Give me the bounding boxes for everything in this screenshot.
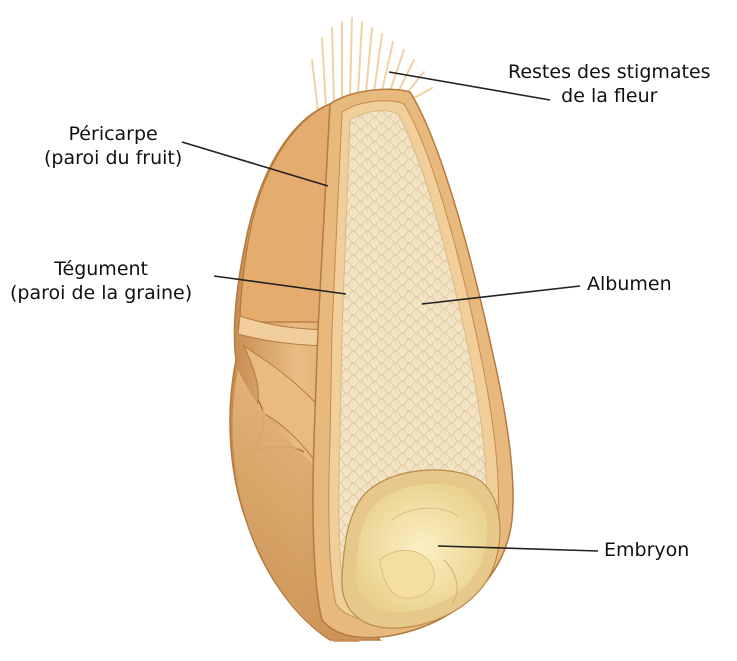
label-pericarpe-line2: (paroi du fruit)	[44, 146, 182, 170]
label-restes-des-stigmates: Restes des stigmates de la fleur	[508, 60, 711, 108]
label-pericarpe-line1: Péricarpe	[44, 122, 182, 146]
label-pericarpe: Péricarpe (paroi du fruit)	[44, 122, 182, 170]
embryo	[342, 470, 500, 628]
label-tegument: Tégument (paroi de la graine)	[10, 257, 192, 305]
label-stigmates-line1: Restes des stigmates	[508, 60, 711, 84]
label-albumen: Albumen	[587, 272, 672, 296]
label-tegument-line1: Tégument	[10, 257, 192, 281]
label-embryon-line1: Embryon	[604, 538, 689, 562]
label-stigmates-line2: de la fleur	[508, 84, 711, 108]
label-embryon: Embryon	[604, 538, 689, 562]
label-albumen-line1: Albumen	[587, 272, 672, 296]
label-tegument-line2: (paroi de la graine)	[10, 281, 192, 305]
